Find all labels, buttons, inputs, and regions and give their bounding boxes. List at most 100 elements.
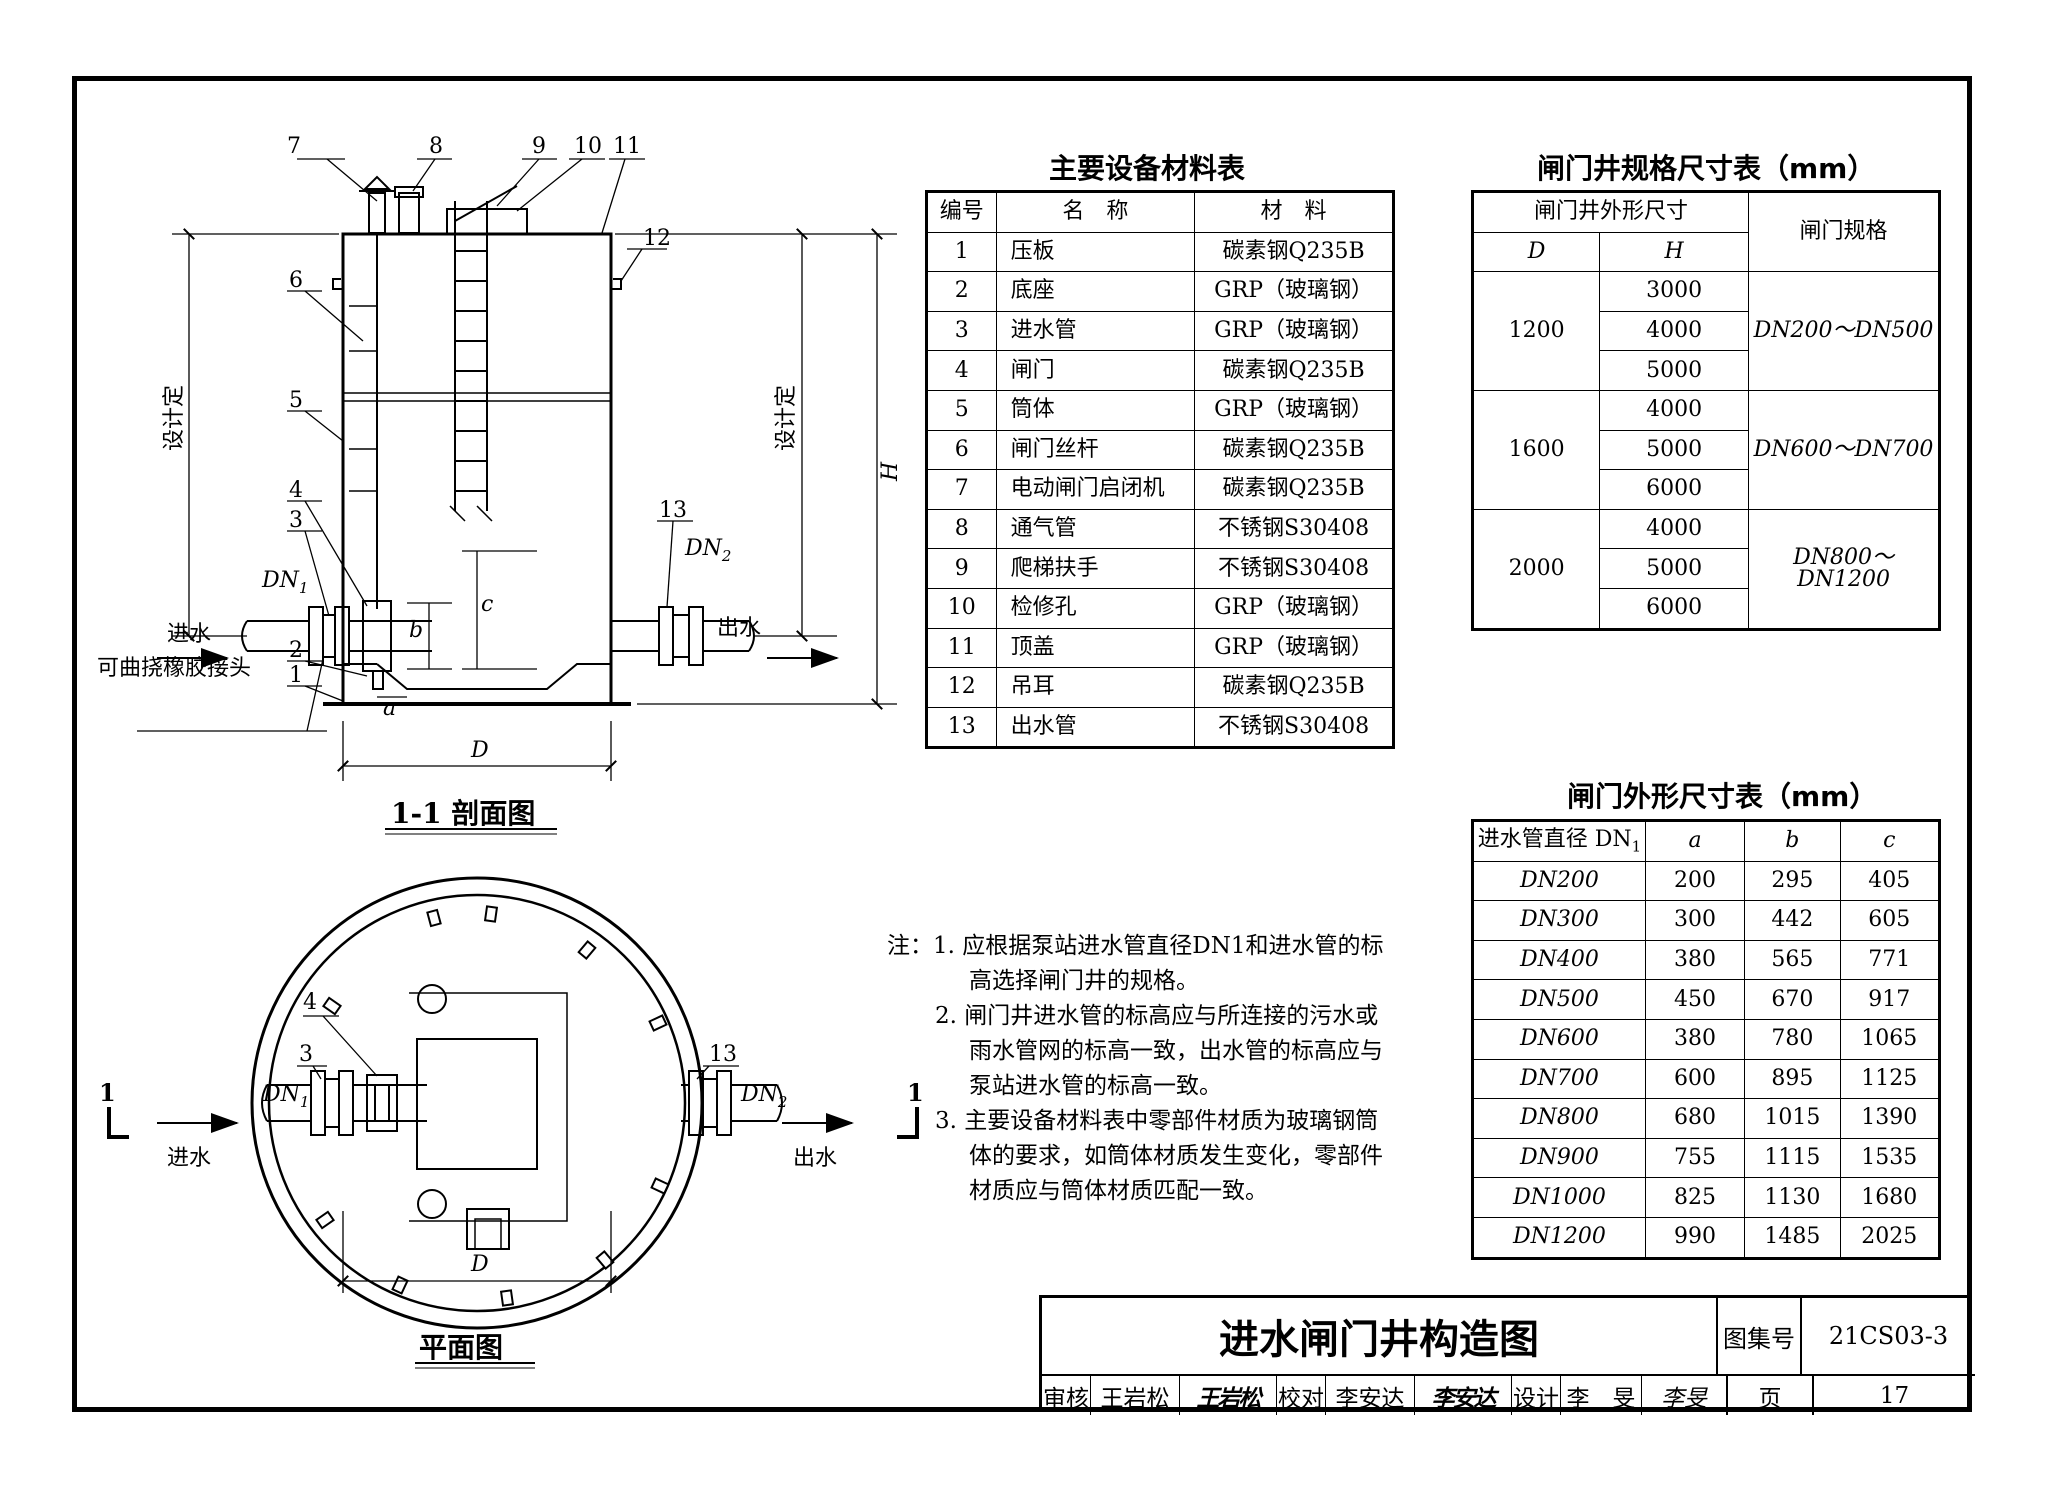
well-col-H: H [1599, 231, 1750, 273]
well-H-cell: 4000 [1599, 310, 1750, 352]
gate-dim-cell: 1015 [1744, 1098, 1841, 1139]
gate-dim-cell: 200 [1644, 860, 1746, 902]
drawing-title: 进水闸门井构造图 [1042, 1298, 1718, 1376]
plan-outlet-pipe [681, 1070, 783, 1136]
note-line-1: 注：1. 应根据泵站进水管直径DN1和进水管的标 [887, 933, 1384, 959]
note-line-8: 材质应与筒体材质匹配一致。 [969, 1178, 1268, 1204]
gate-dim-cell: 380 [1644, 939, 1746, 981]
note-line-2: 高选择闸门井的规格。 [969, 968, 1199, 994]
gate-dim-cell: 1535 [1839, 1137, 1941, 1179]
design-label: 设计 [1512, 1376, 1561, 1415]
section-mark-left: 1 [99, 1078, 116, 1107]
well-H-cell: 3000 [1599, 271, 1750, 312]
gate-dim-cell: 380 [1644, 1018, 1746, 1060]
well-col-D: D [1471, 231, 1601, 273]
gate-dim-cell: 825 [1644, 1177, 1746, 1218]
material-material-cell: GRP（玻璃钢） [1194, 310, 1394, 352]
col-header-name: 名 称 [995, 191, 1196, 233]
material-name-cell: 闸门丝杆 [995, 429, 1196, 471]
note-line-6: 3. 主要设备材料表中零部件材质为玻璃钢筒 [935, 1108, 1379, 1134]
plan-callout-3: 3 [299, 1042, 313, 1067]
designer-name: 李 旻 [1561, 1376, 1642, 1415]
well-D-cell: 1600 [1471, 389, 1601, 510]
table-row: 5000 [1473, 548, 1940, 589]
gate-dim-cell: 755 [1644, 1137, 1746, 1179]
gate-diameter-cell: DN1000 [1472, 1177, 1646, 1218]
gate-diameter-cell: DN900 [1472, 1137, 1646, 1179]
callout-4: 4 [289, 478, 303, 503]
gate-dim-cell: 1485 [1744, 1216, 1841, 1259]
gate-dim-cell: 565 [1744, 939, 1841, 981]
gate-dim-cell: 295 [1744, 860, 1841, 902]
callout-6: 6 [289, 268, 303, 293]
callout-3: 3 [289, 508, 303, 533]
material-name-cell: 底座 [995, 271, 1196, 312]
plan-outlet-label: 出水 [793, 1146, 837, 1171]
checker-name: 李安达 [1326, 1376, 1415, 1415]
material-material-cell: 碳素钢Q235B [1194, 667, 1394, 708]
well-H-cell: 6000 [1599, 469, 1750, 510]
gate-dim-cell: 895 [1744, 1058, 1841, 1100]
material-material-cell: GRP（玻璃钢） [1194, 271, 1394, 312]
dim-H: H [878, 461, 903, 482]
material-no-cell: 3 [926, 310, 997, 352]
well-D-cell: 1200 [1471, 271, 1601, 391]
gate-dim-cell: 2025 [1839, 1216, 1941, 1259]
well-spec-cell: DN200～DN500 [1748, 271, 1940, 391]
dim-D-plan: D [470, 1252, 489, 1277]
materials-table-title: 主要设备材料表 [1049, 152, 1246, 185]
outlet-label: 出水 [717, 616, 761, 641]
page-number: 17 [1879, 1382, 1910, 1409]
actuator [359, 175, 395, 609]
gate-dim-cell: 300 [1644, 900, 1746, 941]
material-no-cell: 7 [926, 469, 997, 510]
design-dim-left: 设计定 [162, 385, 187, 451]
material-no-cell: 9 [926, 548, 997, 589]
drawing-area: 7 8 9 10 11 12 6 5 4 3 2 1 13 DN1 DN2 进水… [97, 134, 924, 1369]
col-header-material: 材 料 [1194, 191, 1394, 233]
well-group-header: 闸门井外形尺寸 [1471, 191, 1750, 233]
material-no-cell: 13 [926, 706, 997, 749]
col-header-no: 编号 [926, 191, 997, 233]
inlet-label: 进水 [167, 622, 211, 647]
well-H-cell: 6000 [1599, 587, 1750, 630]
gate-col-c: c [1839, 820, 1941, 862]
plan-callout-4: 4 [303, 990, 317, 1015]
gate-dim-cell: 450 [1644, 979, 1746, 1020]
material-no-cell: 1 [926, 231, 997, 273]
gate-dim-cell: 1125 [1839, 1058, 1941, 1100]
section-view [137, 158, 897, 835]
note-line-7: 体的要求，如筒体材质发生变化，零部件 [969, 1143, 1383, 1169]
dim-a: a [383, 696, 396, 721]
signature-row: 审核 王岩松 王岩松 校对 李安达 李安达 设计 李 旻 李旻 页 17 [1042, 1376, 1975, 1415]
gate-dim-cell: 780 [1744, 1018, 1841, 1060]
note-line-5: 泵站进水管的标高一致。 [969, 1073, 1222, 1099]
plan-shell [267, 893, 687, 1313]
material-name-cell: 出水管 [995, 706, 1196, 749]
plan-hatch [416, 1038, 538, 1170]
well-table-title: 闸门井规格尺寸表（mm） [1537, 152, 1876, 185]
lifting-lug-right [611, 278, 622, 290]
material-name-cell: 筒体 [995, 389, 1196, 431]
material-material-cell: 碳素钢Q235B [1194, 231, 1394, 273]
plan-callout-13: 13 [709, 1042, 737, 1067]
material-name-cell: 爬梯扶手 [995, 548, 1196, 589]
material-material-cell: 碳素钢Q235B [1194, 429, 1394, 471]
material-name-cell: 压板 [995, 231, 1196, 273]
checker-signature: 李安达 [1415, 1376, 1512, 1415]
